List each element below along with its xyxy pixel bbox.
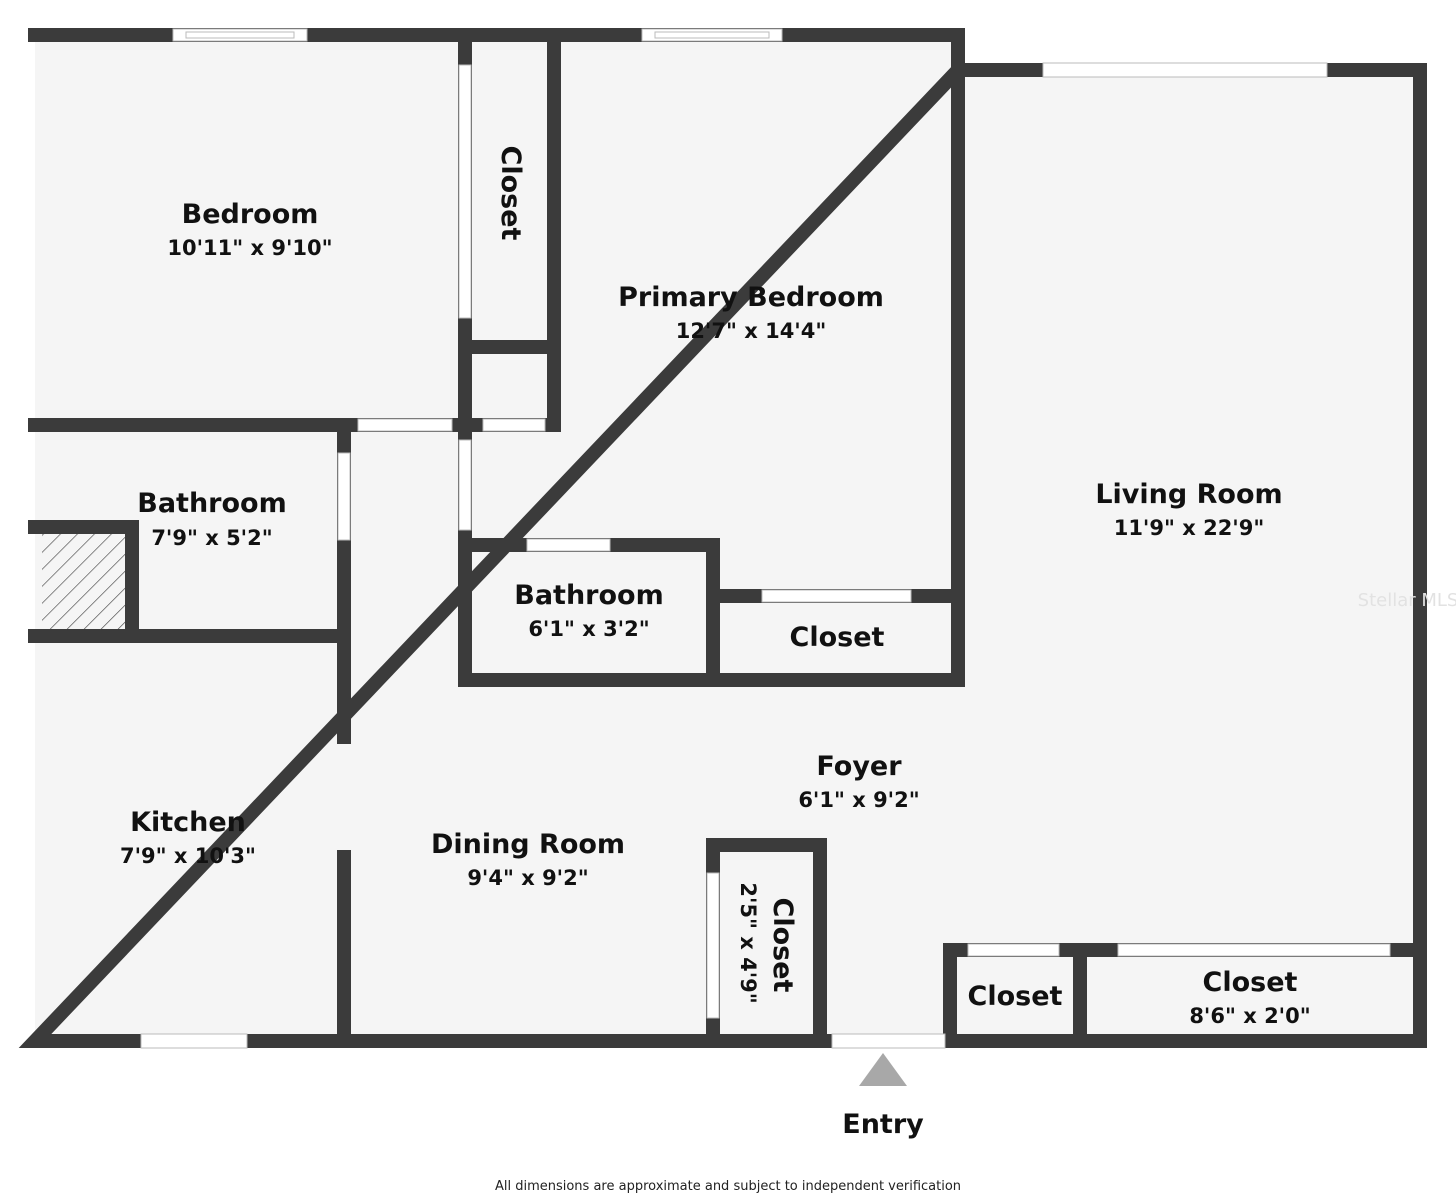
footer-note: All dimensions are approximate and subje… <box>495 1179 961 1194</box>
room-name-closet-dining: Closet <box>767 898 798 993</box>
room-name-closet-top: Closet <box>495 146 526 241</box>
room-name-kitchen: Kitchen <box>130 807 246 838</box>
room-dims-foyer: 6'1" x 9'2" <box>798 788 919 812</box>
room-dims-bathroom-1: 7'9" x 5'2" <box>151 526 272 550</box>
room-name-closet-large: Closet <box>1203 967 1298 998</box>
room-dims-bedroom: 10'11" x 9'10" <box>167 236 332 260</box>
room-name-closet-primary: Closet <box>790 622 885 653</box>
room-name-living-room: Living Room <box>1095 479 1282 510</box>
entry-label: Entry <box>842 1109 924 1140</box>
room-name-foyer: Foyer <box>816 751 902 782</box>
room-dims-kitchen: 7'9" x 10'3" <box>120 844 256 868</box>
room-dims-living-room: 11'9" x 22'9" <box>1114 516 1265 540</box>
windows-and-openings <box>140 28 1391 1049</box>
room-dims-primary-bedroom: 12'7" x 14'4" <box>676 319 827 343</box>
room-dims-bathroom-2: 6'1" x 3'2" <box>528 617 649 641</box>
room-name-closet-small: Closet <box>968 981 1063 1012</box>
room-dims-dining-room: 9'4" x 9'2" <box>467 866 588 890</box>
entry-door <box>831 1033 946 1049</box>
entry-arrow-icon <box>859 1053 907 1086</box>
room-name-primary-bedroom: Primary Bedroom <box>618 282 884 313</box>
floor <box>35 35 1420 1041</box>
room-name-bedroom: Bedroom <box>182 199 319 230</box>
room-name-dining-room: Dining Room <box>431 829 625 860</box>
watermark: Stellar MLS <box>1358 590 1456 611</box>
room-name-bathroom-2: Bathroom <box>514 580 663 611</box>
room-dims-closet-large: 8'6" x 2'0" <box>1189 1004 1310 1028</box>
room-dims-closet-dining: 2'5" x 4'9" <box>736 882 760 1003</box>
room-name-bathroom-1: Bathroom <box>137 488 286 519</box>
